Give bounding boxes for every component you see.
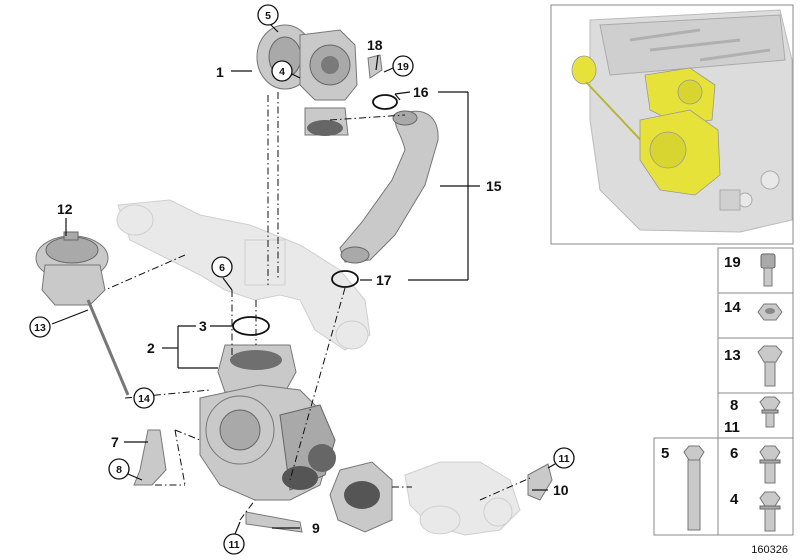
legend-label-19: 19 (724, 254, 741, 271)
legend-label-4: 4 (730, 491, 739, 508)
part-label-8: 8 (116, 464, 122, 476)
legend-label-14: 14 (724, 299, 741, 316)
part-label-10: 10 (553, 482, 569, 498)
turbo-flange (217, 344, 297, 393)
part-label-9: 9 (312, 520, 320, 536)
part-label-7: 7 (111, 434, 119, 450)
callout-13: 13 (29, 316, 51, 338)
part-label-18: 18 (367, 37, 383, 53)
engine-inset (550, 4, 794, 245)
callout-11-bottom: 11 (223, 533, 245, 555)
secondary-turbo-ghost (404, 461, 521, 536)
bracket-9 (245, 511, 303, 533)
collar-bolt-icon (759, 491, 781, 532)
callout-11-right: 11 (553, 447, 575, 469)
socket-head-screw-icon (760, 253, 776, 287)
legend-label-5: 5 (661, 445, 669, 462)
legend-label-8: 8 (730, 397, 738, 414)
part-label-4: 4 (279, 66, 285, 78)
part-label-14: 14 (138, 393, 150, 405)
o-ring-16 (372, 94, 398, 110)
part-label-5: 5 (265, 10, 271, 22)
part-label-2: 2 (147, 340, 155, 356)
bracket-7 (133, 429, 167, 486)
diagram-number: 160326 (751, 544, 788, 556)
assembly-lines (104, 92, 531, 521)
part-label-6: 6 (219, 262, 225, 274)
callout-6: 6 (211, 256, 233, 278)
part-label-16: 16 (413, 84, 429, 100)
part-label-3: 3 (199, 318, 207, 334)
part-label-1: 1 (216, 64, 224, 80)
outlet-elbow (329, 461, 393, 533)
part-label-13: 13 (34, 322, 46, 334)
main-turbocharger (199, 384, 336, 501)
bolt-18 (367, 54, 383, 79)
highlighted-turbo-assembly (571, 55, 721, 196)
callout-5: 5 (257, 4, 279, 26)
callout-4: 4 (271, 60, 293, 82)
legend-label-11: 11 (724, 419, 740, 436)
part-label-17: 17 (376, 272, 392, 288)
gasket-3 (232, 316, 270, 336)
short-bolt-icon (759, 396, 781, 428)
hex-bolt-icon (757, 345, 783, 387)
callout-8: 8 (108, 458, 130, 480)
part-label-12: 12 (57, 201, 73, 217)
fastener-legend: 19 14 13 8 11 5 6 (653, 247, 794, 536)
callout-19: 19 (392, 55, 414, 77)
part-label-11-right: 11 (558, 453, 569, 465)
stud-bolt-icon (683, 445, 705, 531)
part-label-11-bottom: 11 (228, 539, 239, 551)
charge-air-pipe (339, 110, 439, 264)
o-ring-17 (331, 270, 359, 288)
wastegate-actuator (35, 231, 130, 396)
flange-bolt-icon (759, 445, 781, 484)
small-turbocharger (256, 24, 358, 136)
part-label-19: 19 (397, 61, 409, 73)
legend-label-6: 6 (730, 445, 738, 462)
part-label-15: 15 (486, 178, 502, 194)
exhaust-manifold-ghost (116, 199, 371, 351)
bracket-10 (527, 463, 553, 501)
legend-label-13: 13 (724, 347, 741, 364)
hex-nut-icon (757, 303, 783, 321)
callout-14: 14 (133, 387, 155, 409)
